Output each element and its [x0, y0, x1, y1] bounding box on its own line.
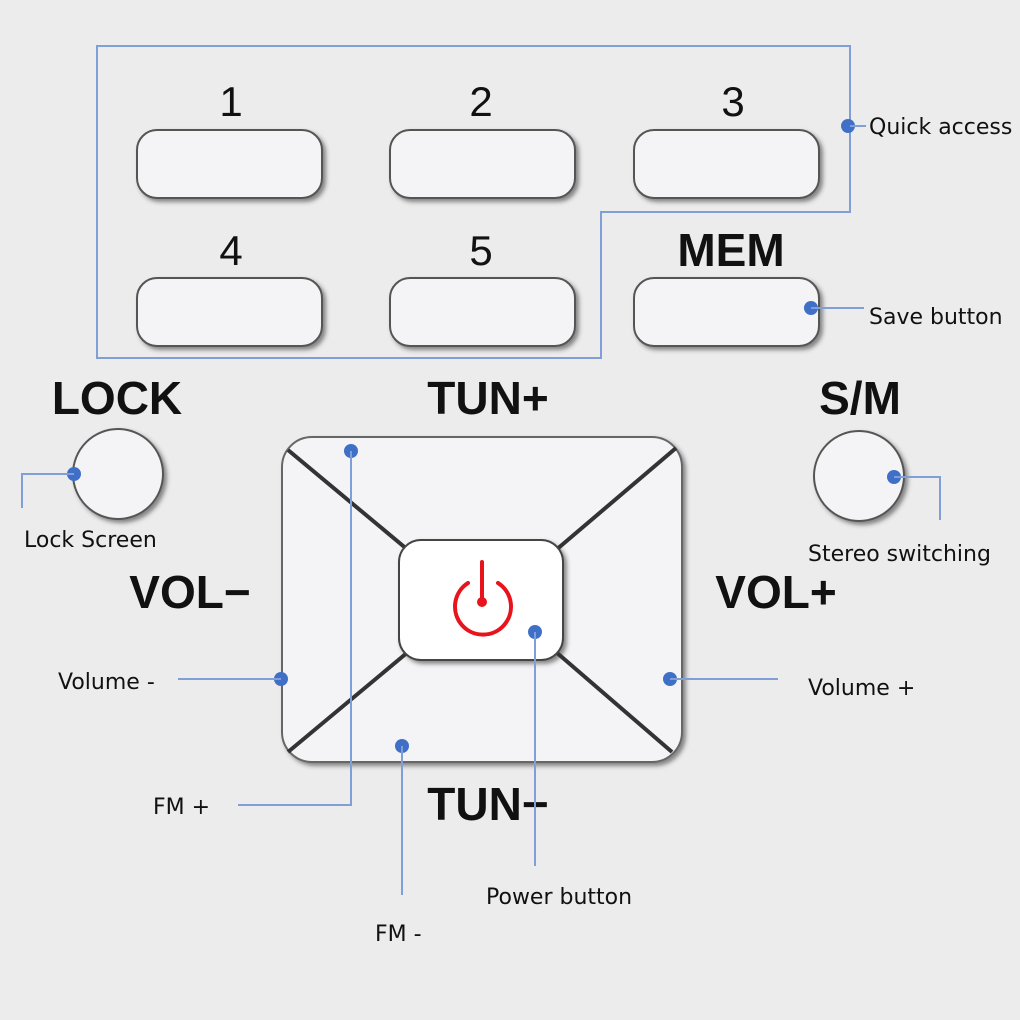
quick-access-annotation: Quick access [869, 115, 1012, 140]
quick-access-outline [96, 45, 851, 359]
mem-button[interactable] [633, 277, 820, 347]
preset-2-label: 2 [469, 78, 492, 125]
preset-5-label: 5 [469, 227, 492, 274]
mem-label: MEM [677, 224, 784, 276]
volume-minus-annotation: Volume - [58, 670, 155, 695]
preset-1-label: 1 [219, 78, 242, 125]
tun-plus-label: TUN+ [427, 372, 548, 424]
dpad-divider [554, 650, 674, 754]
dpad-divider [554, 446, 678, 552]
preset-2-button[interactable] [389, 129, 576, 199]
lock-screen-annotation: Lock Screen [24, 528, 157, 553]
save-button-annotation: Save button [869, 305, 1003, 330]
dpad-divider [286, 650, 410, 754]
lock-button[interactable] [72, 428, 164, 520]
fm-minus-annotation: FM - [375, 922, 422, 947]
preset-5-button[interactable] [389, 277, 576, 347]
preset-1-button[interactable] [136, 129, 323, 199]
dpad-divider [286, 448, 410, 552]
vol-minus-label: VOL− [129, 566, 250, 618]
volume-plus-annotation: Volume + [808, 676, 915, 701]
stereo-switching-annotation: Stereo switching [808, 542, 991, 567]
power-button-annotation: Power button [486, 885, 632, 910]
tun-minus-label: TUN− [427, 778, 548, 830]
preset-4-label: 4 [219, 227, 242, 274]
power-icon [453, 560, 513, 637]
preset-3-label: 3 [721, 78, 744, 125]
sm-label: S/M [819, 372, 901, 424]
lock-leader [21, 473, 74, 508]
lock-label: LOCK [52, 372, 182, 424]
vol-plus-label: VOL+ [715, 566, 836, 618]
preset-4-button[interactable] [136, 277, 323, 347]
sm-leader [894, 476, 941, 520]
preset-3-button[interactable] [633, 129, 820, 199]
fm-plus-leader [238, 451, 352, 806]
fm-plus-annotation: FM + [153, 795, 210, 820]
quick-access-dot [841, 119, 855, 133]
